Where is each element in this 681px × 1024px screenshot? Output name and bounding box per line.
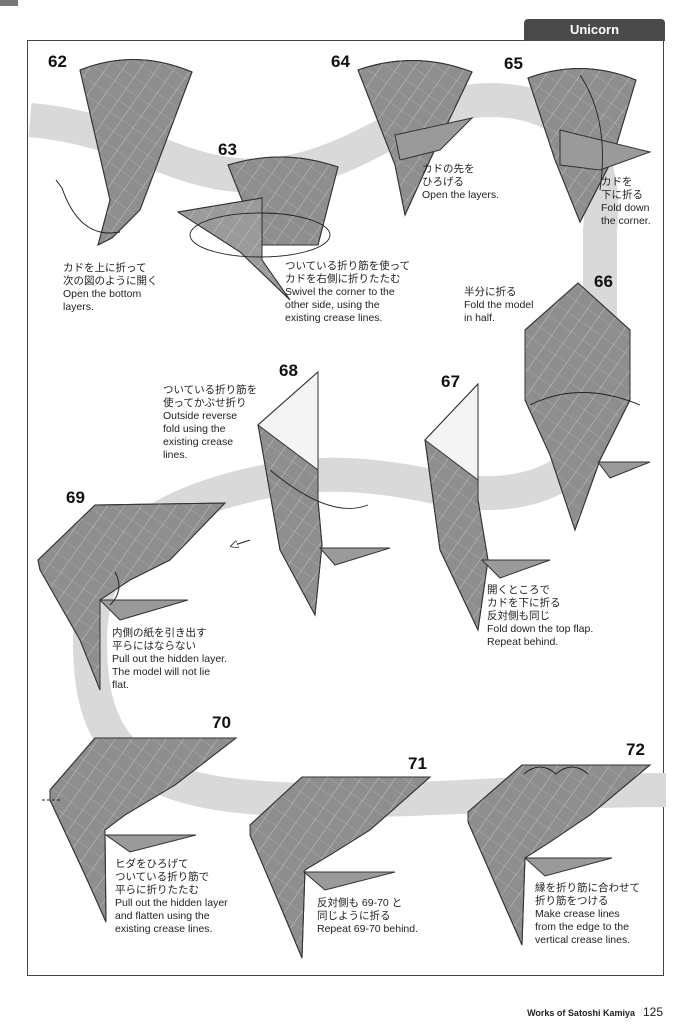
step-70-caption: ヒダをひろげて ついている折り筋で 平らに折りたたむ Pull out the … <box>115 858 228 935</box>
step-71-caption: 反対側も 69-70 と 同じように折る Repeat 69-70 behind… <box>317 897 418 935</box>
page-frame <box>27 40 664 976</box>
step-69-caption: 内側の紙を引き出す 平らにはならない Pull out the hidden l… <box>112 627 227 691</box>
step-number-67: 67 <box>441 372 460 391</box>
step-number-66: 66 <box>594 272 613 291</box>
step-number-69: 69 <box>66 488 85 507</box>
page-number: 125 <box>642 1005 663 1019</box>
step-69-model <box>37 502 227 691</box>
step-72-caption: 縁を折り筋に合わせて 折り筋をつける Make crease lines fro… <box>535 882 640 946</box>
step-65-caption: カドを 下に折る Fold down the corner. <box>601 176 651 227</box>
book-title: Works of Satoshi Kamiya <box>527 1008 635 1018</box>
step-63-model <box>176 156 339 301</box>
step-70-model <box>42 737 238 923</box>
step-number-65: 65 <box>504 54 523 73</box>
step-62-model <box>55 59 193 246</box>
step-65-model <box>527 67 652 224</box>
step-63-caption: ついている折り筋を使って カドを右側に折りたたむ Swivel the corn… <box>285 260 411 324</box>
step-number-70: 70 <box>212 713 231 732</box>
step-66-model <box>524 282 651 532</box>
step-number-62: 62 <box>48 52 67 71</box>
step-68-model <box>232 370 391 617</box>
step-number-71: 71 <box>408 754 427 773</box>
step-number-63: 63 <box>218 140 237 159</box>
step-64-model <box>357 59 474 217</box>
step-number-68: 68 <box>279 361 298 380</box>
step-71-model <box>249 776 432 959</box>
step-67-model <box>424 382 551 632</box>
step-66-caption: 半分に折る Fold the model in half. <box>464 286 534 324</box>
step-72-model <box>467 764 652 946</box>
step-62-caption: カドを上に折って 次の図のように開く Open the bottom layer… <box>63 262 158 313</box>
flow-band <box>28 82 667 818</box>
corner-mark <box>0 0 18 6</box>
step-68-caption: ついている折り筋を 使ってかぶせ折り Outside reverse fold … <box>163 384 258 461</box>
page-footer: Works of Satoshi Kamiya 125 <box>527 1005 663 1019</box>
step-number-64: 64 <box>331 52 350 71</box>
step-67-caption: 開くところで カドを下に折る 反対側も同じ Fold down the top … <box>487 584 594 648</box>
section-tab: Unicorn <box>524 19 665 41</box>
step-number-72: 72 <box>626 740 645 759</box>
step-64-caption: カドの先を ひろげる Open the layers. <box>422 163 500 201</box>
